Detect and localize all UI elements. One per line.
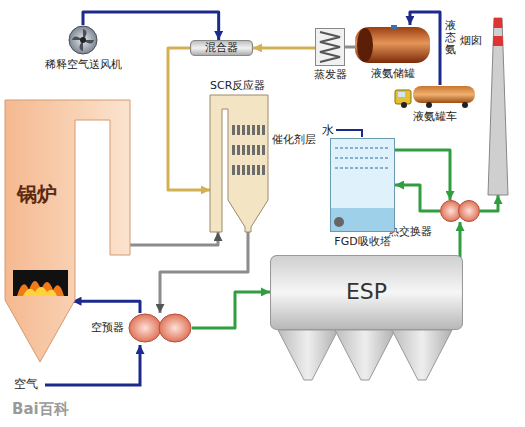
part-name: 空预器 <box>78 321 124 334</box>
part-name: SCR反应器 <box>210 79 265 92</box>
fan-symbol-outline <box>68 25 98 55</box>
inlet-label: 水 <box>322 123 334 137</box>
heat-exchanger: 热交换器 <box>440 200 480 222</box>
chimney: 烟囱 <box>488 18 508 195</box>
part-name: 催化剂层 <box>272 133 316 146</box>
esp-hopper <box>392 330 452 380</box>
chimney-outline <box>488 18 508 195</box>
node-label: ESP <box>270 279 463 305</box>
inlet-label: 空气 <box>14 377 38 391</box>
ammonia-tank: 液氨储罐 <box>355 25 430 65</box>
flow-line <box>480 195 498 211</box>
watermark: Bai百科 <box>12 400 69 418</box>
ammonia-tank-outline <box>355 25 430 65</box>
flow-line <box>168 48 210 190</box>
esp-box: ESP <box>270 255 463 330</box>
evaporator-coil-outline <box>315 28 345 66</box>
fgd-absorber-outline <box>330 138 395 232</box>
part-name: 液氨罐车 <box>395 110 475 123</box>
part-name: 蒸发器 <box>300 68 360 81</box>
fan-symbol: 稀释空气送风机 <box>68 25 98 55</box>
tanker-truck: 液氨罐车 <box>395 85 475 108</box>
flow-line <box>73 301 141 313</box>
esp-hopper <box>335 330 395 380</box>
part-name: 液氨储罐 <box>350 67 435 80</box>
mixer-box: 混合器 <box>190 40 253 56</box>
flow-line <box>253 46 315 49</box>
part-name: 稀释空气送风机 <box>38 58 128 71</box>
heat-exchanger-outline <box>440 200 480 222</box>
part-name: FGD吸收塔 <box>325 235 400 248</box>
flow-line <box>83 12 219 40</box>
node-label: 混合器 <box>190 41 253 54</box>
scr-reactor-outline <box>210 95 268 232</box>
flow-line <box>345 46 355 49</box>
air-preheater-outline <box>128 313 192 343</box>
flow-label: 液态氨 <box>445 20 456 56</box>
flow-line <box>395 150 450 200</box>
scr-reactor: SCR反应器催化剂层 <box>210 95 268 232</box>
tanker-truck-outline <box>395 85 475 108</box>
part-name: 烟囱 <box>460 34 482 47</box>
air-inlet-line <box>45 345 140 385</box>
esp-hopper <box>278 330 338 380</box>
evaporator-coil: 蒸发器 <box>315 28 345 66</box>
air-preheater: 空预器 <box>128 313 192 343</box>
water-inlet-line <box>336 130 362 137</box>
flow-line <box>395 185 440 211</box>
node-label: 锅炉 <box>17 182 57 206</box>
flow-line <box>192 292 270 328</box>
flow-line <box>130 232 218 245</box>
fgd-absorber: FGD吸收塔 <box>330 138 395 232</box>
